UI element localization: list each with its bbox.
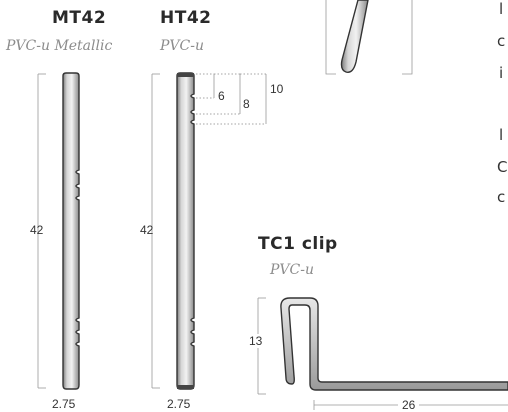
- tc1-material: PVC-u: [270, 262, 314, 278]
- ht42-profile: [176, 72, 195, 390]
- ht42-top-cap: [177, 73, 194, 77]
- tc1-clip-profile: [280, 297, 508, 391]
- mt42-title: MT42: [52, 8, 107, 28]
- ht42-height-label: 42: [140, 223, 154, 237]
- ht42-material: PVC-u: [160, 38, 204, 54]
- edge-text-2: c: [497, 32, 506, 50]
- top-clip-fragment: [325, 0, 413, 75]
- mt42-height-dimension: [37, 73, 46, 389]
- ht42-dim-10-label: 10: [270, 82, 284, 96]
- tc1-height-label: 13: [248, 334, 264, 348]
- mt42-profile: [62, 72, 80, 390]
- edge-text-5: C: [497, 158, 508, 176]
- mt42-height-label: 42: [30, 223, 44, 237]
- ht42-height-dimension: [151, 73, 160, 389]
- mt42-width-label: 2.75: [52, 397, 76, 411]
- ht42-width-label: 2.75: [167, 397, 191, 411]
- ht42-dim-6-label: 6: [218, 89, 225, 103]
- edge-text-3: i: [499, 64, 504, 82]
- edge-text-4: l: [499, 126, 504, 144]
- edge-text-1: l: [499, 0, 504, 18]
- tc1-title: TC1 clip: [258, 234, 338, 254]
- mt42-material: PVC-u Metallic: [6, 38, 113, 54]
- ht42-small-dimensions: [196, 73, 267, 125]
- ht42-dim-8-label: 8: [243, 97, 250, 111]
- edge-text-6: c: [497, 188, 506, 206]
- ht42-title: HT42: [160, 8, 212, 28]
- tc1-length-label: 26: [398, 398, 420, 412]
- ht42-bottom-cap: [177, 385, 194, 389]
